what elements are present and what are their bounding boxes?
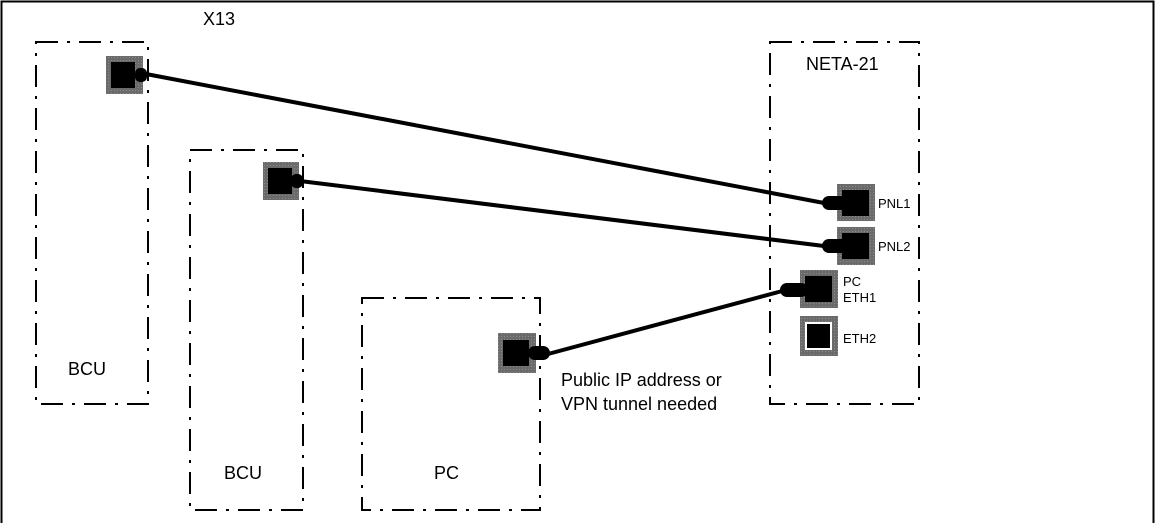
eth1-label: ETH1 (843, 290, 876, 305)
pc-port-label: PC (843, 274, 861, 289)
pc-box-label: PC (434, 463, 459, 483)
cable-bcu2-pnl2 (299, 179, 825, 248)
pnl2-port-icon (822, 227, 875, 265)
cable-x13-pnl1 (145, 72, 825, 205)
neta-label: NETA-21 (806, 54, 879, 74)
neta-box (769, 41, 920, 405)
pnl1-label: PNL1 (878, 196, 911, 211)
bcu-box-1 (35, 41, 149, 405)
eth1-port-icon (780, 270, 838, 308)
bcu1-label: BCU (68, 359, 106, 379)
x13-port-icon (106, 56, 147, 94)
x13-label: X13 (203, 9, 235, 29)
pnl1-port-icon (822, 184, 875, 221)
pnl2-label: PNL2 (878, 239, 911, 254)
bcu2-label: BCU (224, 463, 262, 483)
bcu-port-icon (263, 162, 303, 200)
note-line-1: Public IP address or (561, 370, 722, 390)
bcu-box-2 (189, 149, 304, 511)
pc-box (361, 297, 541, 511)
note-line-2: VPN tunnel needed (561, 394, 717, 414)
cable-pc-eth1 (547, 288, 787, 356)
eth2-label: ETH2 (843, 331, 876, 346)
eth2-port-icon (800, 316, 838, 356)
pc-port-icon (498, 333, 550, 373)
